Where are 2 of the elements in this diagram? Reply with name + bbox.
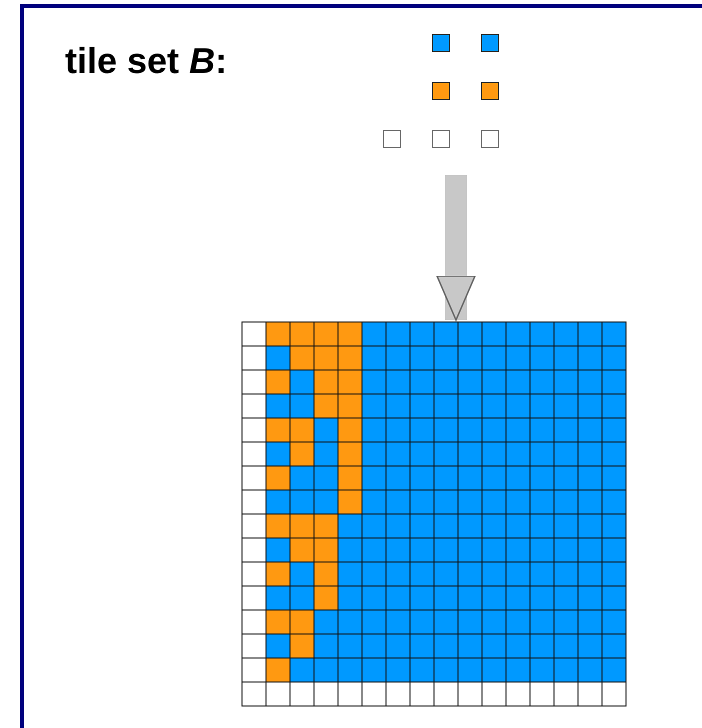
arrow <box>436 175 476 321</box>
heading: tile set B: <box>65 40 228 82</box>
